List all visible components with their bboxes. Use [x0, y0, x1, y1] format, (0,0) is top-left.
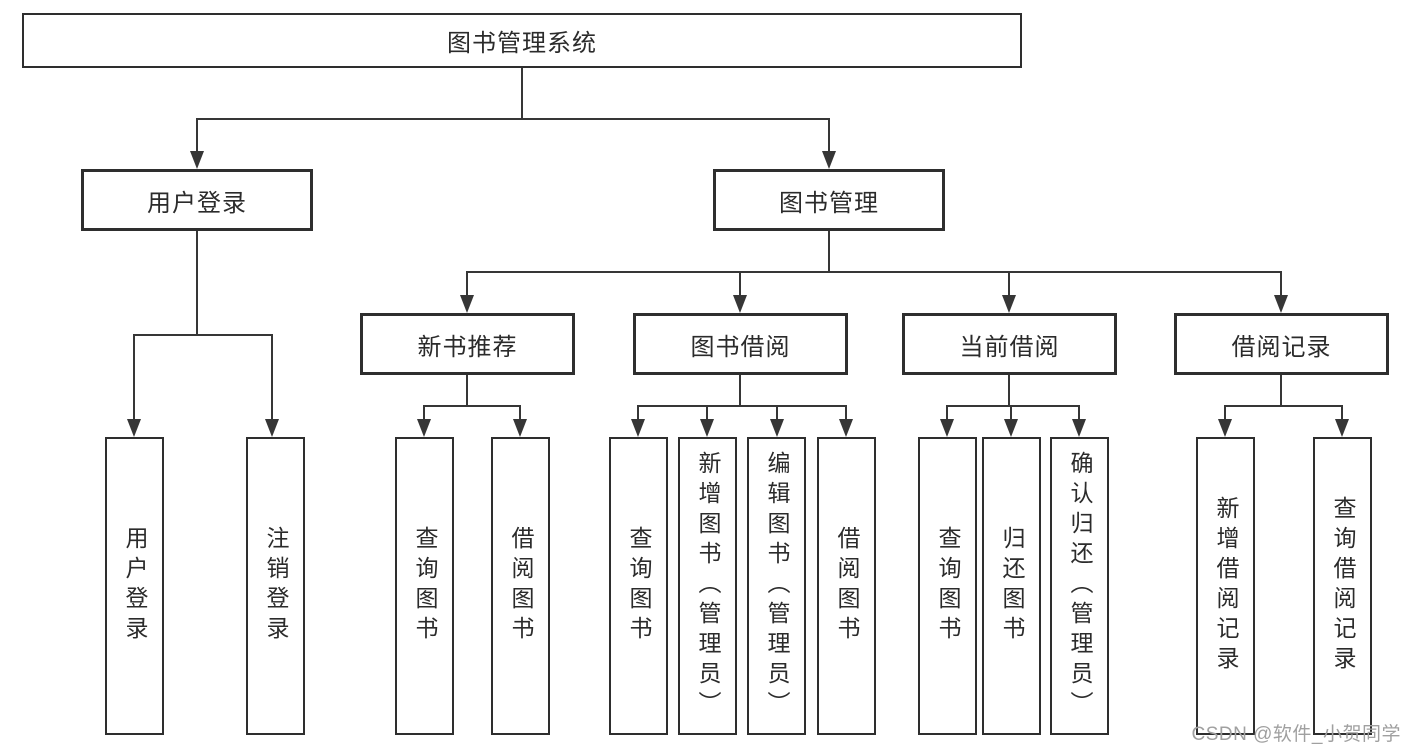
leaf-label: 新增借阅记录 — [1213, 496, 1239, 676]
connector-line — [423, 405, 425, 421]
connector-line — [466, 271, 1282, 273]
arrowhead-icon — [940, 419, 954, 437]
connector-line — [519, 405, 521, 421]
node-label: 图书管理 — [779, 189, 879, 217]
leaf-query-borrow-record: 查询借阅记录 — [1313, 437, 1372, 735]
arrowhead-icon — [417, 419, 431, 437]
node-user-login: 用户登录 — [81, 169, 313, 231]
leaf-label: 归还图书 — [999, 526, 1025, 646]
leaf-label: 确认归还（管理员） — [1067, 451, 1093, 721]
connector-line — [1010, 405, 1012, 421]
connector-line — [845, 405, 847, 421]
connector-line — [1008, 271, 1010, 297]
connector-line — [1008, 375, 1010, 407]
connector-line — [1341, 405, 1343, 421]
connector-line — [1280, 271, 1282, 297]
leaf-label: 查询借阅记录 — [1330, 496, 1356, 676]
connector-line — [1280, 375, 1282, 407]
node-current-borrowing: 当前借阅 — [902, 313, 1117, 375]
arrowhead-icon — [1218, 419, 1232, 437]
node-label: 当前借阅 — [959, 333, 1060, 361]
node-label: 用户登录 — [147, 189, 247, 217]
leaf-return-books: 归还图书 — [982, 437, 1041, 735]
node-book-borrowing: 图书借阅 — [633, 313, 848, 375]
connector-line — [828, 118, 830, 152]
node-borrowing-records: 借阅记录 — [1174, 313, 1389, 375]
leaf-label: 借阅图书 — [508, 526, 534, 646]
node-label: 新书推荐 — [417, 333, 518, 361]
connector-line — [739, 271, 741, 297]
arrowhead-icon — [1072, 419, 1086, 437]
leaf-label: 查询图书 — [935, 526, 961, 646]
connector-line — [423, 405, 521, 407]
leaf-logout: 注销登录 — [246, 437, 305, 735]
connector-line — [466, 271, 468, 297]
arrowhead-icon — [460, 295, 474, 313]
leaf-label: 查询图书 — [412, 526, 438, 646]
connector-line — [466, 375, 468, 407]
arrowhead-icon — [190, 151, 204, 169]
connector-line — [521, 68, 523, 118]
connector-line — [776, 405, 778, 421]
leaf-label: 查询图书 — [626, 526, 652, 646]
leaf-add-borrow-record: 新增借阅记录 — [1196, 437, 1255, 735]
arrowhead-icon — [733, 295, 747, 313]
csdn-watermark: CSDN @软件_小贺同学 — [1191, 724, 1401, 745]
connector-line — [196, 118, 830, 120]
connector-line — [1078, 405, 1080, 421]
connector-line — [706, 405, 708, 421]
leaf-add-books-admin: 新增图书（管理员） — [678, 437, 737, 735]
leaf-label: 借阅图书 — [834, 526, 860, 646]
arrowhead-icon — [1002, 295, 1016, 313]
node-label: 图书借阅 — [690, 333, 791, 361]
connector-line — [271, 334, 273, 421]
leaf-borrow-books: 借阅图书 — [817, 437, 876, 735]
connector-line — [739, 375, 741, 407]
arrowhead-icon — [770, 419, 784, 437]
leaf-label: 用户登录 — [122, 526, 148, 646]
connector-line — [1224, 405, 1226, 421]
node-label: 图书管理系统 — [447, 30, 597, 57]
arrowhead-icon — [1335, 419, 1349, 437]
connector-line — [637, 405, 847, 407]
arrowhead-icon — [700, 419, 714, 437]
leaf-confirm-return-admin: 确认归还（管理员） — [1050, 437, 1109, 735]
arrowhead-icon — [631, 419, 645, 437]
arrowhead-icon — [513, 419, 527, 437]
connector-line — [946, 405, 948, 421]
connector-line — [133, 334, 135, 421]
arrowhead-icon — [839, 419, 853, 437]
arrowhead-icon — [822, 151, 836, 169]
connector-line — [196, 118, 198, 152]
node-library-management-system: 图书管理系统 — [22, 13, 1022, 68]
node-new-book-recommend: 新书推荐 — [360, 313, 575, 375]
connector-line — [1224, 405, 1343, 407]
connector-line — [133, 334, 273, 336]
leaf-query-books-recommend: 查询图书 — [395, 437, 454, 735]
arrowhead-icon — [127, 419, 141, 437]
node-book-management: 图书管理 — [713, 169, 945, 231]
leaf-query-books-current: 查询图书 — [918, 437, 977, 735]
leaf-label: 新增图书（管理员） — [695, 451, 721, 721]
node-label: 借阅记录 — [1231, 333, 1332, 361]
connector-line — [946, 405, 1080, 407]
leaf-query-books-borrowing: 查询图书 — [609, 437, 668, 735]
leaf-edit-books-admin: 编辑图书（管理员） — [747, 437, 806, 735]
leaf-label: 注销登录 — [263, 526, 289, 646]
connector-line — [196, 231, 198, 336]
connector-line — [637, 405, 639, 421]
leaf-user-login: 用户登录 — [105, 437, 164, 735]
leaf-borrow-books-recommend: 借阅图书 — [491, 437, 550, 735]
arrowhead-icon — [1274, 295, 1288, 313]
leaf-label: 编辑图书（管理员） — [764, 451, 790, 721]
arrowhead-icon — [1004, 419, 1018, 437]
connector-line — [828, 231, 830, 273]
arrowhead-icon — [265, 419, 279, 437]
